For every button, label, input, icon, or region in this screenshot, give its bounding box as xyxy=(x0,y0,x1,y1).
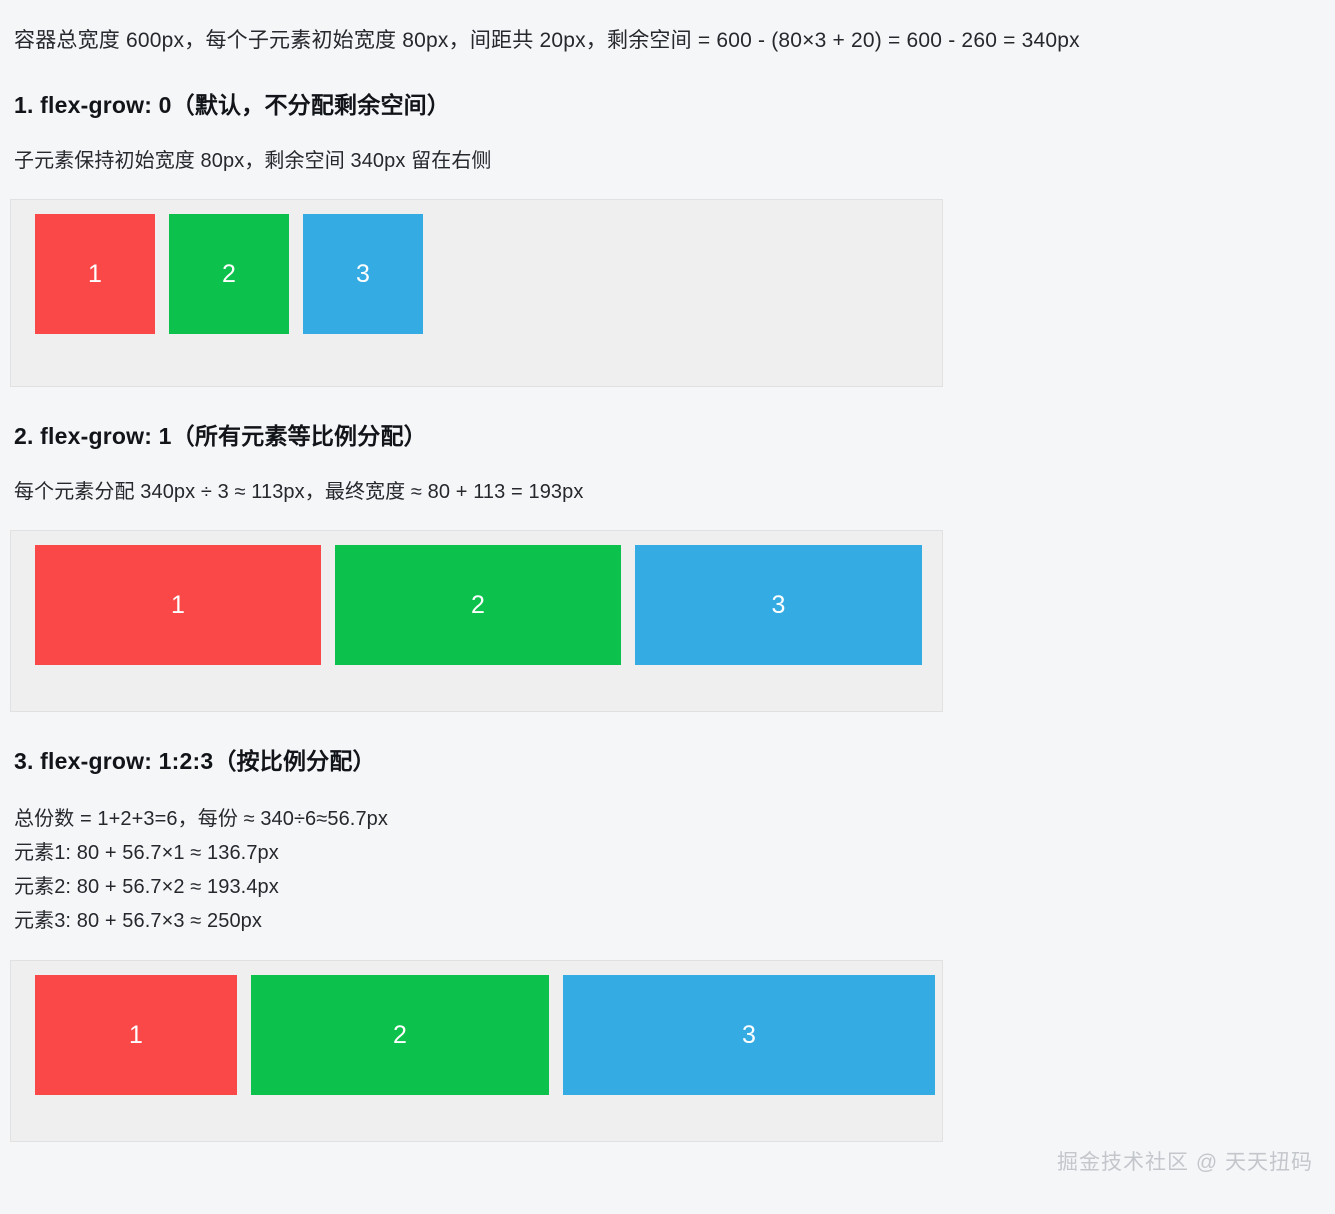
flex-item-label: 3 xyxy=(356,259,370,288)
flex-item-label: 1 xyxy=(88,259,102,288)
flex-item-2[interactable]: 2 xyxy=(335,545,621,666)
page-root: 容器总宽度 600px，每个子元素初始宽度 80px，间距共 20px，剩余空间… xyxy=(10,29,1335,1143)
section-title: 1. flex-grow: 0（默认，不分配剩余空间） xyxy=(14,92,451,119)
flex-item-3[interactable]: 3 xyxy=(303,214,423,335)
note-line: 元素2: 80 + 56.7×2 ≈ 193.4px xyxy=(14,876,279,899)
intro-text: 容器总宽度 600px，每个子元素初始宽度 80px，间距共 20px，剩余空间… xyxy=(14,29,1080,52)
flex-item-label: 2 xyxy=(393,1020,407,1049)
section-flex-grow-0: 1. flex-grow: 0（默认，不分配剩余空间） 子元素保持初始宽度 80… xyxy=(10,86,1335,388)
note-line: 总份数 = 1+2+3=6，每份 ≈ 340÷6≈56.7px xyxy=(14,808,389,831)
flex-item-label: 3 xyxy=(771,590,786,619)
flex-item-1[interactable]: 1 xyxy=(35,545,321,666)
section-title: 3. flex-grow: 1:2:3（按比例分配） xyxy=(14,748,376,775)
flex-container-3: 1 2 3 xyxy=(10,960,943,1143)
flex-item-label: 1 xyxy=(129,1020,143,1049)
flex-container-1: 1 2 3 xyxy=(10,199,943,388)
flex-item-1[interactable]: 1 xyxy=(35,975,237,1096)
note-line: 元素1: 80 + 56.7×1 ≈ 136.7px xyxy=(14,842,279,865)
flex-item-2[interactable]: 2 xyxy=(169,214,289,335)
section-note-list: 总份数 = 1+2+3=6，每份 ≈ 340÷6≈56.7px 元素1: 80 … xyxy=(14,802,1335,938)
section-note: 每个元素分配 340px ÷ 3 ≈ 113px，最终宽度 ≈ 80 + 113… xyxy=(14,481,584,504)
flex-item-1[interactable]: 1 xyxy=(35,214,155,335)
section-flex-grow-1: 2. flex-grow: 1（所有元素等比例分配） 每个元素分配 340px … xyxy=(10,417,1335,713)
flex-item-3[interactable]: 3 xyxy=(563,975,935,1096)
flex-item-label: 3 xyxy=(742,1020,756,1049)
flex-item-label: 2 xyxy=(222,259,236,288)
note-line: 元素3: 80 + 56.7×3 ≈ 250px xyxy=(14,910,262,933)
flex-item-label: 2 xyxy=(471,590,485,619)
flex-item-3[interactable]: 3 xyxy=(635,545,922,666)
flex-item-label: 1 xyxy=(171,590,185,619)
section-title: 2. flex-grow: 1（所有元素等比例分配） xyxy=(14,423,427,450)
section-flex-grow-123: 3. flex-grow: 1:2:3（按比例分配） 总份数 = 1+2+3=6… xyxy=(10,742,1335,1143)
watermark: 掘金技术社区 @ 天天扭码 xyxy=(1057,1151,1313,1174)
flex-item-2[interactable]: 2 xyxy=(251,975,549,1096)
section-note: 子元素保持初始宽度 80px，剩余空间 340px 留在右侧 xyxy=(14,150,492,173)
flex-container-2: 1 2 3 xyxy=(10,530,943,713)
